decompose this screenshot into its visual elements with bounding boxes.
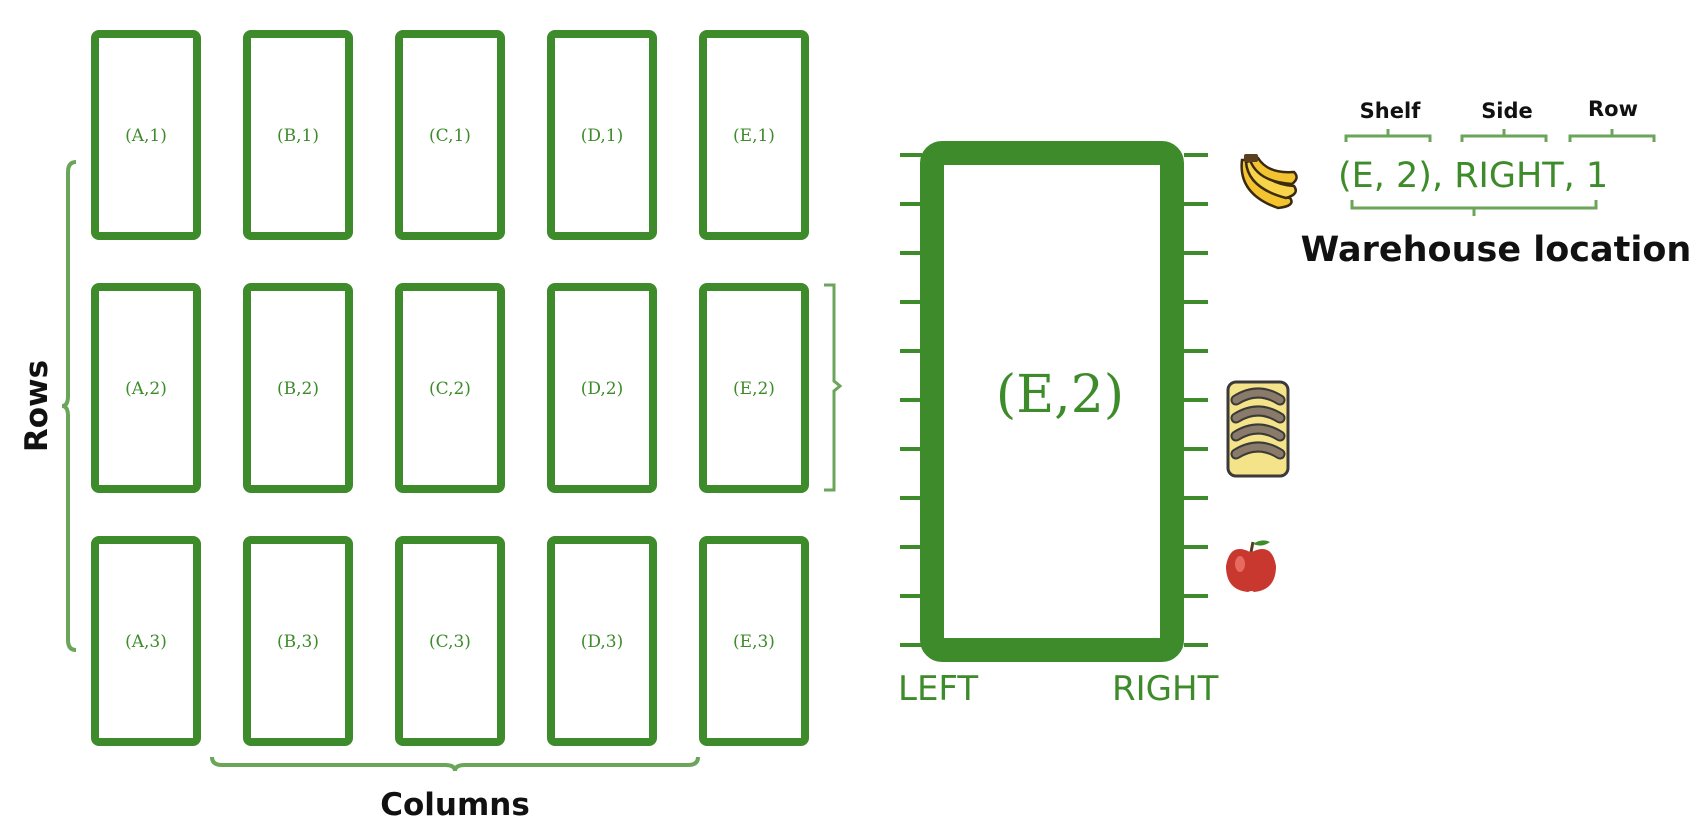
shelf-part-label: Shelf <box>1360 99 1422 123</box>
shelf-label: (A,3) <box>125 632 167 652</box>
sausages-icon <box>1226 380 1290 478</box>
shelf-box <box>395 30 505 240</box>
shelf-A3: (A,3) <box>91 536 201 746</box>
shelf-label: (D,1) <box>581 126 624 146</box>
shelf-label: (B,3) <box>277 632 319 652</box>
shelf-E1: (E,1) <box>699 30 809 240</box>
row-part-brace <box>1568 129 1656 142</box>
side-part-label: Side <box>1481 99 1533 123</box>
apple-icon <box>1226 540 1276 592</box>
shelf-box <box>699 536 809 746</box>
shelf-A1: (A,1) <box>91 30 201 240</box>
shelf-label: (E,3) <box>733 632 775 652</box>
banana-icon <box>1240 154 1298 210</box>
shelf-label: (A,2) <box>125 379 167 399</box>
shelf-box <box>699 30 809 240</box>
shelf-box <box>395 283 505 493</box>
shelf-box <box>699 283 809 493</box>
detail-shelf-label: (E,2) <box>996 365 1124 425</box>
shelf-D1: (D,1) <box>547 30 657 240</box>
shelf-C2: (C,2) <box>395 283 505 493</box>
shelf-C3: (C,3) <box>395 536 505 746</box>
columns-label: Columns <box>380 787 530 823</box>
location-value: (E, 2), RIGHT, 1 <box>1338 156 1608 196</box>
shelf-E3: (E,3) <box>699 536 809 746</box>
right-side-label: RIGHT <box>1112 669 1219 709</box>
row-part-label: Row <box>1588 97 1638 121</box>
shelf-grid: (A,1) (B,1) (C,1) (D,1) (E,1) (A,2) (B,2) (C,2)… <box>91 30 809 746</box>
shelf-box <box>91 283 201 493</box>
shelf-box <box>547 283 657 493</box>
shelf-label: (C,2) <box>429 379 471 399</box>
shelf-E2: (E,2) <box>699 283 809 493</box>
shelf-box <box>243 283 353 493</box>
e2-highlight-bracket <box>824 283 843 492</box>
shelf-label: (D,3) <box>581 632 624 652</box>
shelf-label: (C,1) <box>429 126 471 146</box>
shelf-box <box>395 536 505 746</box>
shelf-label: (E,1) <box>733 126 775 146</box>
columns-brace <box>210 756 700 772</box>
shelf-box <box>91 30 201 240</box>
shelf-D2: (D,2) <box>547 283 657 493</box>
shelf-label: (C,3) <box>429 632 471 652</box>
shelf-box <box>243 536 353 746</box>
shelf-B3: (B,3) <box>243 536 353 746</box>
shelf-box <box>243 30 353 240</box>
shelf-label: (A,1) <box>125 126 167 146</box>
shelf-box <box>547 30 657 240</box>
shelf-label: (B,2) <box>277 379 319 399</box>
shelf-label: (D,2) <box>581 379 624 399</box>
shelf-part-brace <box>1344 129 1432 142</box>
shelf-label: (E,2) <box>733 379 775 399</box>
side-part-brace <box>1460 129 1548 142</box>
rows-label: Rows <box>19 360 55 452</box>
shelf-A2: (A,2) <box>91 283 201 493</box>
shelf-B1: (B,1) <box>243 30 353 240</box>
left-side-label: LEFT <box>898 669 978 709</box>
shelf-B2: (B,2) <box>243 283 353 493</box>
location-caption: Warehouse location <box>1301 230 1692 270</box>
shelf-box <box>91 536 201 746</box>
location-brace <box>1350 200 1598 216</box>
detail-shelf <box>920 141 1184 662</box>
shelf-box <box>547 536 657 746</box>
shelf-label: (B,1) <box>277 126 319 146</box>
shelf-C1: (C,1) <box>395 30 505 240</box>
detail-shelf-ticks <box>900 153 1208 647</box>
rows-brace <box>61 160 77 652</box>
shelf-D3: (D,3) <box>547 536 657 746</box>
